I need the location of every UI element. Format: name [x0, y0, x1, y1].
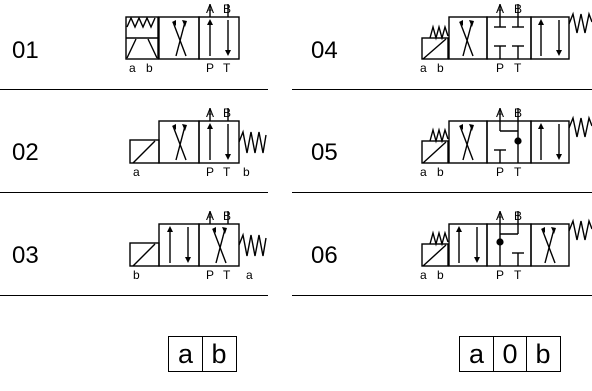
port-label-T: T — [514, 268, 522, 282]
port-label-A: A — [206, 106, 214, 120]
port-label-P: P — [496, 268, 504, 282]
port-label-B: B — [514, 106, 522, 120]
port-label-T: T — [223, 61, 231, 75]
port-label-P: P — [496, 61, 504, 75]
position-label-a: a — [246, 268, 253, 282]
row-divider — [292, 192, 592, 193]
position-label-a: a — [133, 165, 140, 179]
row-divider — [0, 89, 268, 90]
port-label-B: B — [514, 209, 522, 223]
position-label-a: a — [420, 165, 427, 179]
port-label-P: P — [206, 268, 214, 282]
port-label-T: T — [223, 268, 231, 282]
position-label-b: b — [437, 61, 444, 75]
port-label-P: P — [206, 165, 214, 179]
port-label-B: B — [223, 2, 231, 16]
port-label-A: A — [206, 2, 214, 16]
position-label-b: b — [437, 165, 444, 179]
valve-symbol-04: A B a b P T — [420, 2, 592, 75]
port-label-A: A — [496, 106, 504, 120]
position-label-a: a — [420, 268, 427, 282]
port-label-T: T — [514, 165, 522, 179]
port-label-A: A — [496, 209, 504, 223]
row-divider — [0, 295, 268, 296]
position-legend-2: a b — [168, 336, 237, 372]
position-label-a: a — [129, 61, 136, 75]
legend-cell: a — [468, 338, 485, 369]
position-label-b: b — [146, 61, 153, 75]
row-divider — [0, 192, 268, 193]
legend-cell: 0 — [493, 337, 526, 371]
position-label-b: b — [243, 165, 250, 179]
valve-symbol-01: A B a b P T — [125, 2, 240, 75]
row-divider — [292, 295, 592, 296]
port-label-P: P — [206, 61, 214, 75]
position-legend-3: a 0 b — [459, 336, 561, 372]
port-label-B: B — [223, 106, 231, 120]
code-02: 02 — [12, 139, 39, 166]
port-label-T: T — [514, 61, 522, 75]
port-label-P: P — [496, 165, 504, 179]
code-03: 03 — [12, 242, 39, 269]
position-label-b: b — [133, 268, 140, 282]
valve-symbol-06: A B a b P T — [420, 209, 592, 282]
code-01: 01 — [12, 37, 39, 64]
position-label-a: a — [420, 61, 427, 75]
valve-symbol-05: A B a b P T — [420, 106, 592, 179]
port-label-A: A — [206, 209, 214, 223]
code-06: 06 — [311, 242, 338, 269]
code-05: 05 — [311, 139, 338, 166]
port-label-A: A — [496, 2, 504, 16]
port-label-B: B — [223, 209, 231, 223]
position-label-b: b — [437, 268, 444, 282]
valve-symbol-02: A B a P T b — [129, 106, 267, 179]
code-04: 04 — [311, 37, 338, 64]
legend-cell: b — [202, 337, 235, 371]
row-divider — [292, 89, 592, 90]
valve-symbol-03: A B b P T a — [129, 209, 267, 282]
legend-cell: a — [177, 338, 194, 369]
legend-cell: b — [526, 337, 559, 371]
port-label-B: B — [514, 2, 522, 16]
port-label-T: T — [223, 165, 231, 179]
